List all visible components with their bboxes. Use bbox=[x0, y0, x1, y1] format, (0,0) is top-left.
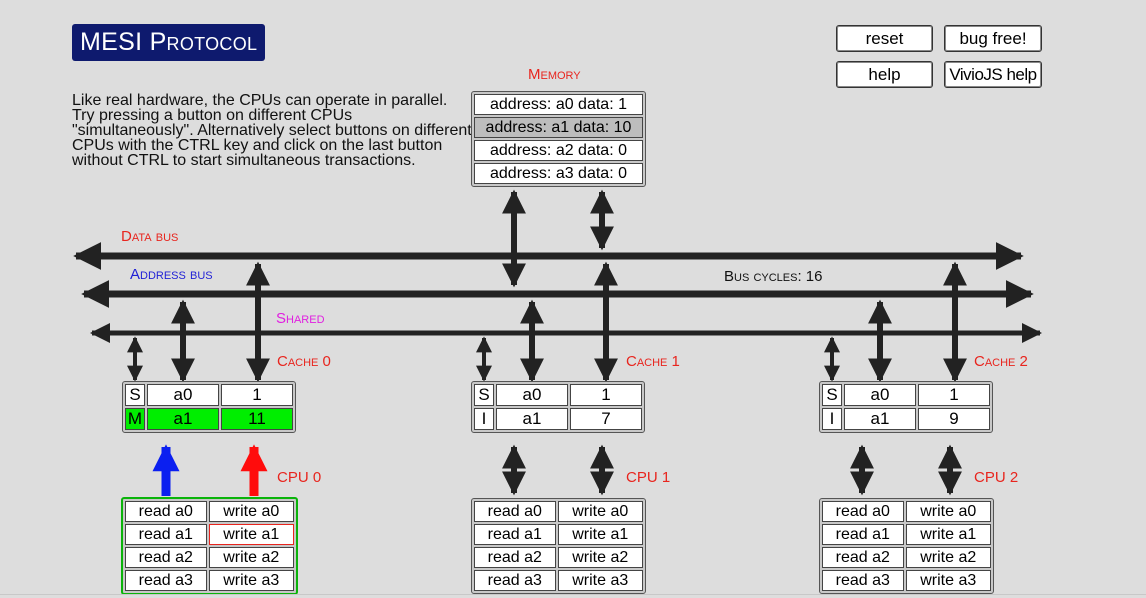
cache2-panel: S a0 1 I a1 9 bbox=[819, 381, 993, 433]
cpu0-op-row-a1: read a1 write a1 bbox=[125, 524, 294, 545]
cpu1-label: CPU 1 bbox=[626, 469, 671, 486]
memory-entry-a3: address: a3 data: 0 bbox=[474, 163, 643, 184]
page-bottom-divider bbox=[0, 594, 1146, 595]
cache1-line-0: S a0 1 bbox=[474, 384, 642, 406]
cache2-line1-state: I bbox=[822, 408, 842, 430]
memory-entry-a0: address: a0 data: 1 bbox=[474, 94, 643, 115]
cpu1-read-a2-button[interactable]: read a2 bbox=[474, 547, 556, 568]
cpu1-op-row-a0: read a0 write a0 bbox=[474, 501, 643, 522]
cache0-line0-state: S bbox=[125, 384, 145, 406]
cache1-line1-state: I bbox=[474, 408, 494, 430]
memory-label: Memory bbox=[528, 66, 581, 83]
cache0-line0-address: a0 bbox=[147, 384, 219, 406]
cpu2-read-a1-button[interactable]: read a1 bbox=[822, 524, 904, 545]
reset-button[interactable]: reset bbox=[836, 25, 933, 52]
shared-bus-label: Shared bbox=[276, 310, 325, 327]
cache1-panel: S a0 1 I a1 7 bbox=[471, 381, 645, 433]
cache0-line1-address: a1 bbox=[147, 408, 219, 430]
cpu0-write-a1-button[interactable]: write a1 bbox=[208, 524, 294, 545]
cpu0-panel: read a0 write a0 read a1 write a1 read a… bbox=[121, 497, 298, 595]
cpu0-write-a0-button[interactable]: write a0 bbox=[208, 501, 294, 522]
cache2-line0-address: a0 bbox=[844, 384, 916, 406]
cpu2-write-a3-button[interactable]: write a3 bbox=[905, 570, 991, 591]
memory-panel: address: a0 data: 1 address: a1 data: 10… bbox=[471, 91, 646, 187]
cpu1-read-a3-button[interactable]: read a3 bbox=[474, 570, 556, 591]
cache1-line-1: I a1 7 bbox=[474, 408, 642, 430]
cpu0-write-a3-button[interactable]: write a3 bbox=[208, 570, 294, 591]
instructions-text: Like real hardware, the CPUs can operate… bbox=[72, 92, 472, 169]
cache0-line-0: S a0 1 bbox=[125, 384, 293, 406]
cpu0-read-a3-button[interactable]: read a3 bbox=[125, 570, 207, 591]
cpu1-op-row-a1: read a1 write a1 bbox=[474, 524, 643, 545]
cpu0-read-a1-button[interactable]: read a1 bbox=[125, 524, 207, 545]
cpu2-label: CPU 2 bbox=[974, 469, 1019, 486]
cpu1-write-a2-button[interactable]: write a2 bbox=[557, 547, 643, 568]
data-bus-label: Data bus bbox=[121, 228, 179, 245]
cache1-line1-address: a1 bbox=[496, 408, 568, 430]
cache1-line0-state: S bbox=[474, 384, 494, 406]
memory-entry-a2: address: a2 data: 0 bbox=[474, 140, 643, 161]
cpu1-write-a1-button[interactable]: write a1 bbox=[557, 524, 643, 545]
cache2-line-0: S a0 1 bbox=[822, 384, 990, 406]
address-bus-label: Address bus bbox=[130, 266, 213, 283]
cache0-line-1: M a1 11 bbox=[125, 408, 293, 430]
cpu2-op-row-a2: read a2 write a2 bbox=[822, 547, 991, 568]
cpu0-op-row-a2: read a2 write a2 bbox=[125, 547, 294, 568]
cache0-line1-data: 11 bbox=[221, 408, 293, 430]
cache2-line0-state: S bbox=[822, 384, 842, 406]
cache1-line0-address: a0 bbox=[496, 384, 568, 406]
cpu2-read-a0-button[interactable]: read a0 bbox=[822, 501, 904, 522]
cpu0-op-row-a3: read a3 write a3 bbox=[125, 570, 294, 591]
cpu1-op-row-a3: read a3 write a3 bbox=[474, 570, 643, 591]
cpu1-read-a0-button[interactable]: read a0 bbox=[474, 501, 556, 522]
bus-cycles-counter: Bus cycles: 16 bbox=[724, 268, 823, 285]
cache0-label: Cache 0 bbox=[277, 353, 331, 370]
cache1-line1-data: 7 bbox=[570, 408, 642, 430]
cpu2-write-a2-button[interactable]: write a2 bbox=[905, 547, 991, 568]
cpu0-label: CPU 0 bbox=[277, 469, 322, 486]
cpu2-op-row-a3: read a3 write a3 bbox=[822, 570, 991, 591]
cpu2-write-a1-button[interactable]: write a1 bbox=[905, 524, 991, 545]
cache2-line1-data: 9 bbox=[918, 408, 990, 430]
help-button[interactable]: help bbox=[836, 61, 933, 88]
cpu1-write-a0-button[interactable]: write a0 bbox=[557, 501, 643, 522]
cpu1-panel: read a0 write a0 read a1 write a1 read a… bbox=[471, 498, 646, 594]
cpu2-op-row-a0: read a0 write a0 bbox=[822, 501, 991, 522]
cache2-line-1: I a1 9 bbox=[822, 408, 990, 430]
cache0-panel: S a0 1 M a1 11 bbox=[122, 381, 296, 433]
memory-entry-a1: address: a1 data: 10 bbox=[474, 117, 643, 138]
cache0-line0-data: 1 bbox=[221, 384, 293, 406]
bug-free-button[interactable]: bug free! bbox=[944, 25, 1042, 52]
cache1-label: Cache 1 bbox=[626, 353, 680, 370]
cache0-line1-state: M bbox=[125, 408, 145, 430]
cpu2-read-a2-button[interactable]: read a2 bbox=[822, 547, 904, 568]
cpu0-op-row-a0: read a0 write a0 bbox=[125, 501, 294, 522]
cpu0-read-a0-button[interactable]: read a0 bbox=[125, 501, 207, 522]
cache2-label: Cache 2 bbox=[974, 353, 1028, 370]
page-title: MESI Protocol bbox=[72, 24, 266, 61]
cpu0-read-a2-button[interactable]: read a2 bbox=[125, 547, 207, 568]
viviojs-help-button[interactable]: VivioJS help bbox=[944, 61, 1042, 88]
cache1-line0-data: 1 bbox=[570, 384, 642, 406]
cpu1-op-row-a2: read a2 write a2 bbox=[474, 547, 643, 568]
cpu2-read-a3-button[interactable]: read a3 bbox=[822, 570, 904, 591]
cpu1-read-a1-button[interactable]: read a1 bbox=[474, 524, 556, 545]
cache2-line0-data: 1 bbox=[918, 384, 990, 406]
cpu0-write-a2-button[interactable]: write a2 bbox=[208, 547, 294, 568]
cpu2-write-a0-button[interactable]: write a0 bbox=[905, 501, 991, 522]
cpu2-panel: read a0 write a0 read a1 write a1 read a… bbox=[819, 498, 994, 594]
cpu1-write-a3-button[interactable]: write a3 bbox=[557, 570, 643, 591]
cpu2-op-row-a1: read a1 write a1 bbox=[822, 524, 991, 545]
cache2-line1-address: a1 bbox=[844, 408, 916, 430]
